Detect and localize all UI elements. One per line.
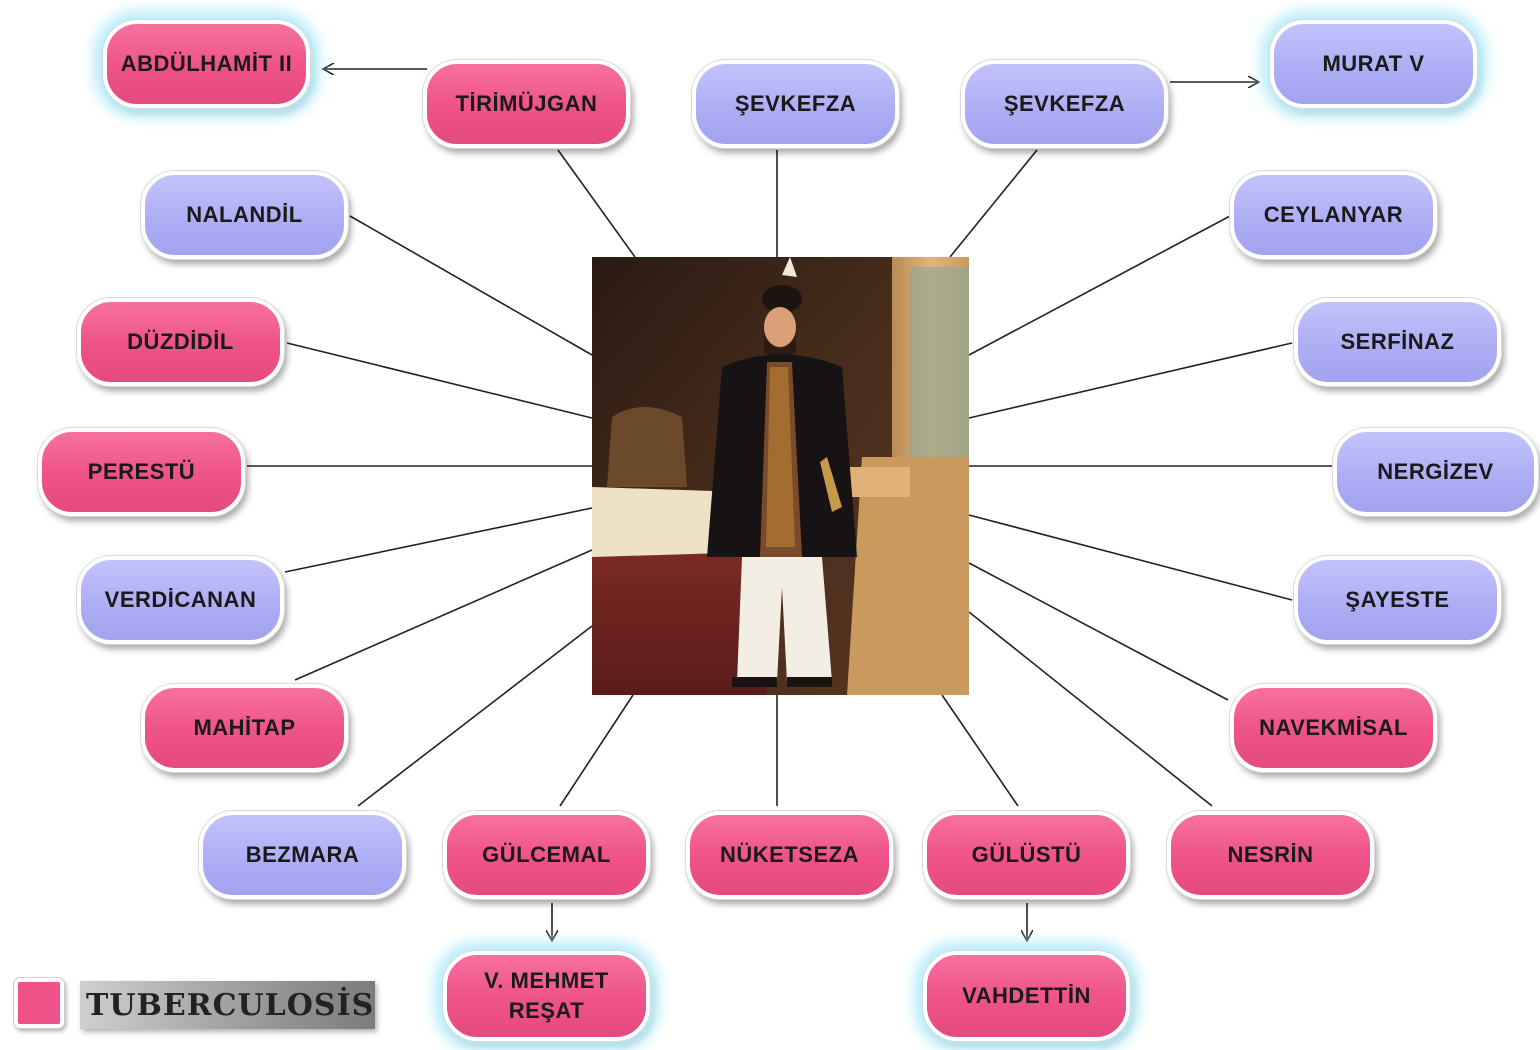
- node-nuketseza[interactable]: NÜKETSEZA: [686, 811, 893, 899]
- node-nalandil[interactable]: NALANDİL: [141, 171, 348, 259]
- link-nesrin: [968, 611, 1213, 807]
- node-sevkefza-2[interactable]: ŞEVKEFZA: [961, 60, 1168, 148]
- node-sayeste[interactable]: ŞAYESTE: [1294, 556, 1501, 644]
- link-navekmisal: [968, 562, 1229, 701]
- link-tirimujgan: [557, 149, 636, 258]
- node-serfinaz[interactable]: SERFİNAZ: [1294, 298, 1501, 386]
- node-duzdidil[interactable]: DÜZDİDİL: [77, 298, 284, 386]
- node-verdicanan[interactable]: VERDİCANAN: [77, 556, 284, 644]
- node-nergizev[interactable]: NERGİZEV: [1333, 428, 1538, 516]
- link-serfinaz: [968, 342, 1293, 419]
- node-gulcemal[interactable]: GÜLCEMAL: [443, 811, 650, 899]
- link-ceylanyar: [968, 215, 1231, 356]
- node-navekmisal[interactable]: NAVEKMİSAL: [1230, 684, 1437, 772]
- portrait-painting: [592, 257, 969, 695]
- link-sevkefza-2: [949, 149, 1038, 258]
- node-v-mehmet-resat-line1: V. MEHMET: [484, 968, 609, 993]
- node-murat-v[interactable]: MURAT V: [1270, 20, 1477, 108]
- link-nalandil: [349, 215, 593, 356]
- link-gulustu: [941, 694, 1019, 807]
- link-verdicanan: [284, 507, 593, 573]
- node-nesrin[interactable]: NESRİN: [1167, 811, 1374, 899]
- node-ceylanyar[interactable]: CEYLANYAR: [1230, 171, 1437, 259]
- link-gulcemal: [559, 694, 634, 807]
- legend-tuberculosis-label: TUBERCULOSİS: [80, 981, 375, 1029]
- node-abdulhamit-ii[interactable]: ABDÜLHAMİT II: [103, 20, 310, 108]
- node-tirimujgan[interactable]: TİRİMÜJGAN: [423, 60, 630, 148]
- node-mahitap[interactable]: MAHİTAP: [141, 684, 348, 772]
- node-bezmara[interactable]: BEZMARA: [199, 811, 406, 899]
- link-sayeste: [968, 514, 1293, 601]
- legend-tuberculosis-swatch: [14, 978, 64, 1028]
- sultan-portrait: [592, 257, 969, 695]
- node-sevkefza-1[interactable]: ŞEVKEFZA: [692, 60, 899, 148]
- node-perestu[interactable]: PERESTÜ: [38, 428, 245, 516]
- link-mahitap: [294, 549, 593, 681]
- node-vahdettin[interactable]: VAHDETTİN: [923, 951, 1130, 1041]
- node-gulustu[interactable]: GÜLÜSTÜ: [923, 811, 1130, 899]
- link-duzdidil: [286, 342, 593, 419]
- node-v-mehmet-resat-line2: REŞAT: [508, 998, 585, 1023]
- link-bezmara: [357, 625, 593, 807]
- node-v-mehmet-resat[interactable]: V. MEHMET REŞAT: [443, 951, 650, 1041]
